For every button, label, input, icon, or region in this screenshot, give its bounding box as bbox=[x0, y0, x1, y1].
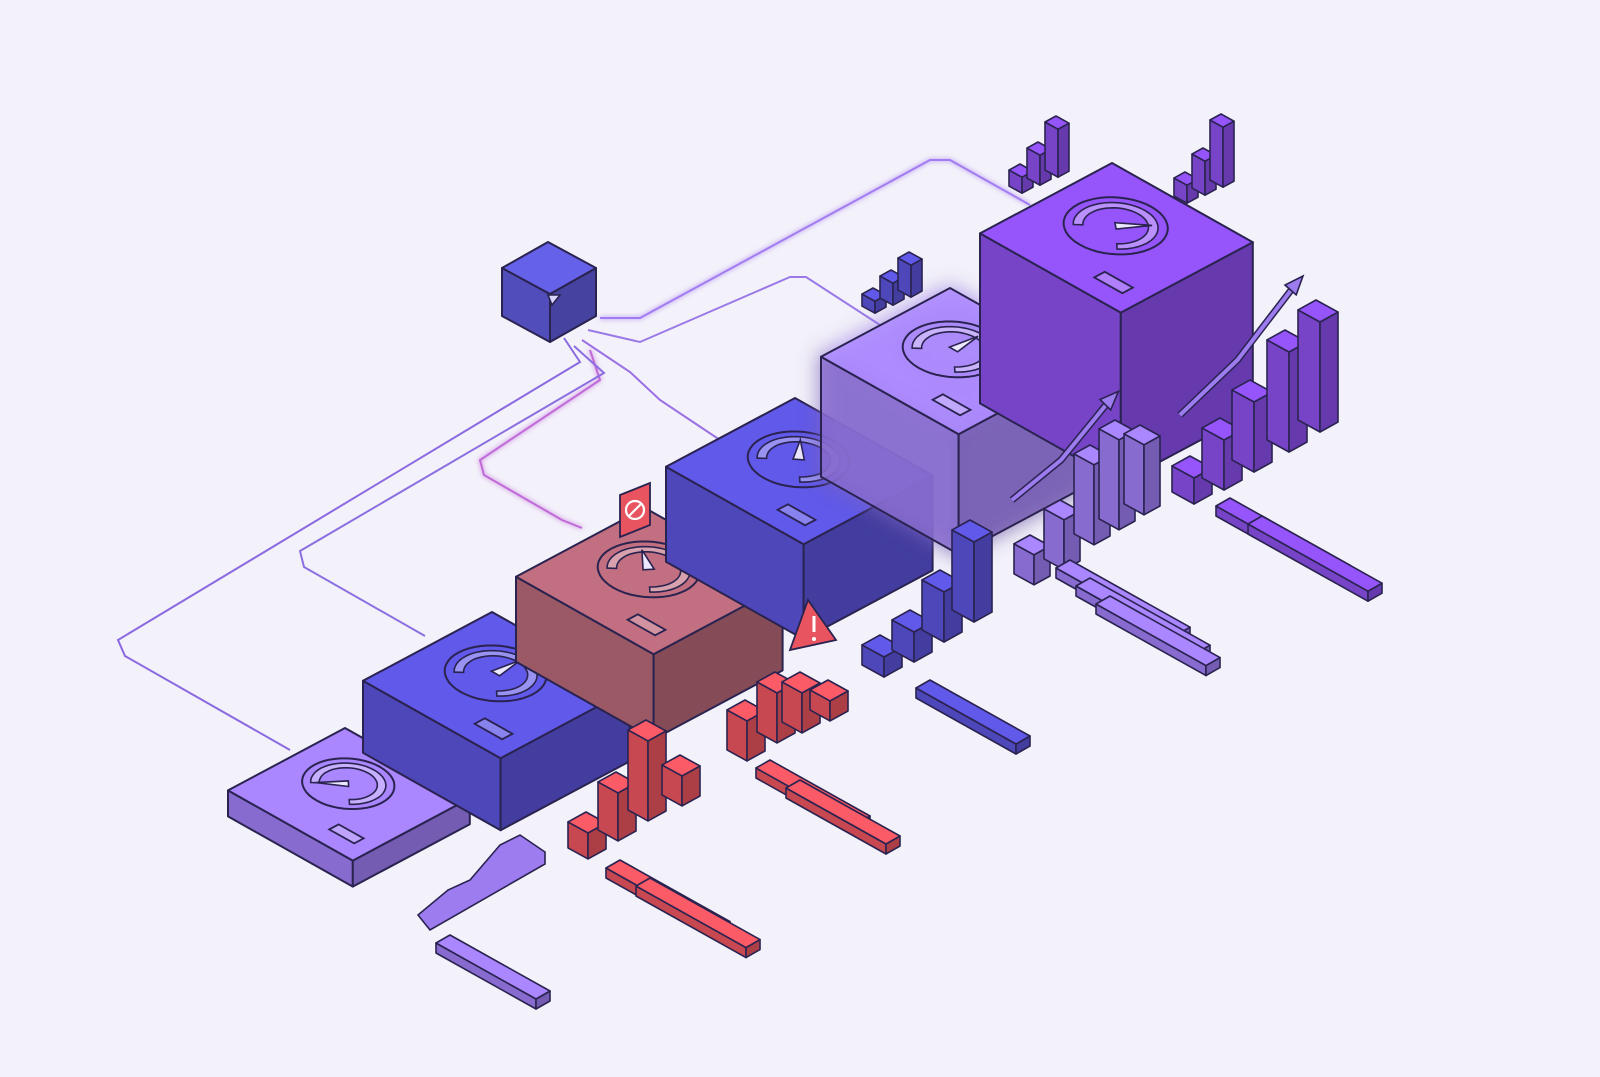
stage-1-gauge bbox=[301, 757, 396, 845]
stage-4-slab-top-face bbox=[915, 679, 1031, 745]
status-slot bbox=[930, 393, 973, 417]
stage-3-bar-3-top-face bbox=[781, 671, 821, 694]
gauge-needle bbox=[791, 437, 806, 461]
stage-6-module-top-face bbox=[979, 162, 1254, 314]
gauge-needle bbox=[315, 780, 350, 788]
stage-6-bar-5 bbox=[1297, 299, 1339, 433]
stage-3-bar-4-top-face bbox=[809, 679, 849, 702]
stage-5-bar-4-left-face bbox=[1098, 427, 1120, 531]
stage-5-bar-5-left-face bbox=[1123, 432, 1145, 516]
status-slot bbox=[1092, 270, 1135, 295]
gauge-scale-arc bbox=[606, 545, 691, 593]
source-cube-node-top-face bbox=[501, 241, 597, 295]
floating-bar-icon-3-3-right-face bbox=[1222, 120, 1235, 188]
status-slot bbox=[625, 613, 668, 637]
stage-5-gauge bbox=[901, 320, 1006, 417]
stage-1-bar-slab bbox=[435, 934, 551, 1010]
status-slot bbox=[472, 717, 515, 741]
stage-4-bar-3 bbox=[921, 569, 963, 643]
stage-4-bar-4-right-face bbox=[973, 531, 993, 623]
connector-line bbox=[298, 345, 606, 637]
stage-2-slab-2-top-face bbox=[635, 877, 761, 949]
stage-6-bar-5-right-face bbox=[1319, 311, 1339, 433]
floating-bar-icon-3-3-top-face bbox=[1209, 113, 1235, 128]
stage-6-bar-5-left-face bbox=[1297, 309, 1321, 433]
stage-1-bar-slab-top-face bbox=[435, 934, 551, 1000]
connector-line bbox=[116, 337, 582, 751]
connector-line bbox=[478, 349, 602, 529]
floating-bar-icon-2-3-left-face bbox=[1044, 121, 1059, 178]
stage-3-module bbox=[515, 507, 784, 741]
stage-2-bar-3-top-face bbox=[627, 719, 667, 742]
stage-1-ramp-chart bbox=[416, 834, 546, 932]
stage-4-bar-4 bbox=[951, 519, 993, 623]
blocked-icon bbox=[619, 481, 651, 539]
warning-icon bbox=[788, 598, 838, 652]
floating-bar-icon-3-3 bbox=[1209, 113, 1235, 188]
trend-up-arrow-icon bbox=[1009, 389, 1120, 503]
floating-bar-icon-3-3-left-face bbox=[1209, 119, 1224, 188]
stage-4-bar-4-left-face bbox=[951, 529, 975, 623]
stage-6-slab-2 bbox=[1247, 515, 1383, 603]
stage-5-slab-3-top-face bbox=[1095, 595, 1221, 667]
stage-2-bar-4-top-face bbox=[661, 754, 701, 777]
floating-bar-icon-2-3 bbox=[1044, 115, 1070, 178]
stage-6-slab-2-left-face bbox=[1247, 523, 1369, 603]
floating-bar-icon-1-3 bbox=[897, 251, 923, 299]
gauge-outer-ring bbox=[1062, 196, 1169, 256]
gauge-needle bbox=[947, 335, 979, 353]
stage-2-bar-3 bbox=[627, 719, 667, 822]
gauge-scale-arc bbox=[756, 435, 841, 483]
connector-line bbox=[587, 276, 881, 344]
gauge-scale-arc bbox=[453, 649, 538, 697]
stage-3-slab-2 bbox=[785, 779, 901, 855]
stage-5-bar-3-left-face bbox=[1073, 452, 1095, 546]
connector-line bbox=[600, 159, 1031, 319]
stage-4-slab bbox=[915, 679, 1031, 755]
stage-5-bar-5-right-face bbox=[1143, 435, 1161, 516]
stage-2-gauge bbox=[443, 644, 548, 741]
floating-bar-icon-2-3-top-face bbox=[1044, 115, 1070, 130]
connector-lines bbox=[116, 159, 1031, 751]
stage-6-bar-3-top-face bbox=[1231, 379, 1273, 403]
stage-5-bar-5-top-face bbox=[1123, 424, 1161, 446]
floating-bar-icon-1-3-top-face bbox=[897, 251, 923, 267]
gauge-scale-arc bbox=[1072, 201, 1159, 250]
gauge-needle bbox=[489, 659, 521, 677]
stage-6-bar-4-left-face bbox=[1266, 339, 1290, 453]
stage-6-module bbox=[979, 162, 1254, 484]
stage-6-slab-2-top-face bbox=[1247, 515, 1383, 593]
source-cube-node bbox=[501, 241, 597, 343]
stage-2-bar-4 bbox=[661, 754, 701, 807]
stage-6-bar-3 bbox=[1231, 379, 1273, 473]
trend-up-arrow-icon bbox=[1177, 274, 1305, 418]
status-slot bbox=[775, 503, 818, 527]
gauge-outer-ring bbox=[301, 757, 396, 810]
stage-5-bar-5 bbox=[1123, 424, 1161, 516]
stage-3-bar-4 bbox=[809, 679, 849, 722]
stage-6-bar-3-left-face bbox=[1231, 389, 1255, 473]
connector-line bbox=[581, 339, 721, 441]
gauge-scale-arc bbox=[309, 762, 387, 806]
gauge-needle bbox=[641, 549, 656, 571]
status-slot bbox=[327, 823, 366, 845]
floating-bar-icon-2-3-right-face bbox=[1057, 122, 1070, 178]
gauge-needle bbox=[1113, 221, 1153, 230]
ramp-shape bbox=[416, 834, 546, 932]
stage-2-bar-1 bbox=[567, 811, 607, 860]
stage-6-bar-5-top-face bbox=[1297, 299, 1339, 323]
stage-2-bar-3-left-face bbox=[627, 729, 649, 822]
stage-4-bar-4-top-face bbox=[951, 519, 993, 543]
source-cube-icon bbox=[546, 294, 562, 307]
stage-2-slab-2 bbox=[635, 877, 761, 959]
stage-6-gauge bbox=[1062, 196, 1169, 295]
gauge-scale-arc bbox=[911, 325, 996, 373]
stage-5-slab-3 bbox=[1095, 595, 1221, 677]
stage-3-slab-2-top-face bbox=[785, 779, 901, 845]
stage-4-bar-1 bbox=[861, 634, 903, 678]
